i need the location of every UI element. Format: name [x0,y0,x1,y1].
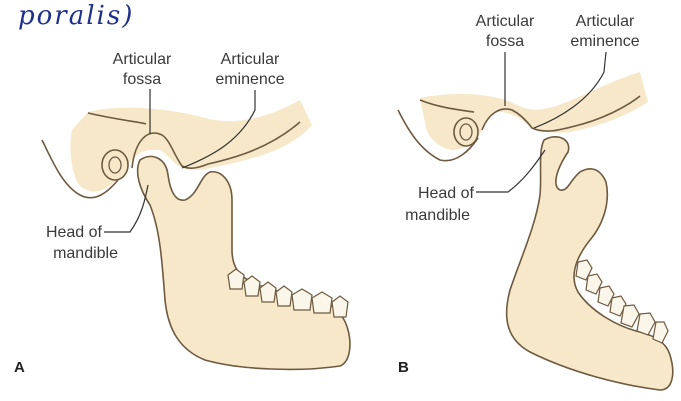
head-label-b-line2: mandible [405,207,470,224]
ear-canal-a [102,150,128,180]
ear-canal-b [454,118,478,146]
panel-a: Articular fossa Articular eminence Head … [14,51,350,376]
eminence-label-b-line2: eminence [570,33,639,50]
fossa-label-a-line1: Articular [113,51,172,68]
fossa-label-b-line2: fossa [486,33,524,50]
panel-b: Articular fossa Articular eminence Head … [398,13,673,390]
eminence-label-a-line1: Articular [221,51,280,68]
mandible-a [138,156,350,369]
head-leader-b [476,150,545,192]
head-label-b-line1: Head of [418,185,475,202]
fossa-label-a-line2: fossa [123,71,161,88]
panel-letter-b: B [398,359,409,376]
head-label-a-line2: mandible [53,245,118,262]
handwritten-note: poralis) [18,1,134,31]
temporal-bone-a [70,100,312,191]
fossa-label-b-line1: Articular [476,13,535,30]
eminence-label-a-line2: eminence [215,71,284,88]
eminence-label-b-line1: Articular [576,13,635,30]
head-label-a-line1: Head of [46,224,103,241]
temporal-bone-b [420,72,648,150]
head-leader-a [104,185,148,232]
panel-letter-a: A [14,359,25,376]
